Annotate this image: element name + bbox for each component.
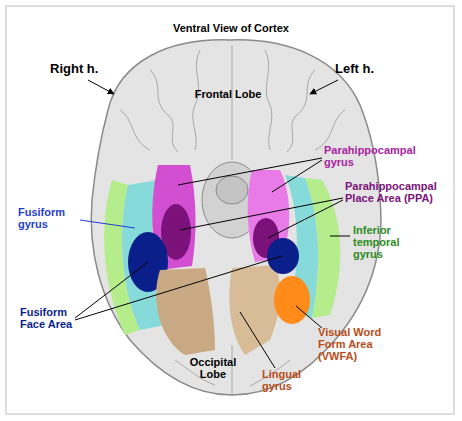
hemisphere-label: Right h.	[50, 62, 120, 76]
region-label: Parahippocampal gyrus	[324, 144, 434, 168]
region-label: Fusiform Face Area	[20, 306, 90, 330]
lobe-label: Occipital Lobe	[183, 356, 243, 380]
vwfa-region	[274, 276, 310, 324]
hemisphere-label: Left h.	[335, 62, 405, 76]
diagram-title: Ventral View of Cortex	[0, 22, 462, 34]
leader-lines	[75, 80, 350, 368]
inferior-temporal-region	[305, 178, 340, 318]
frame	[6, 6, 454, 414]
region-label: Visual Word Form Area (VWFA)	[318, 326, 408, 362]
region-label: Parahippocampal Place Area (PPA)	[345, 180, 445, 204]
gyri-folds	[120, 45, 345, 394]
pons	[216, 176, 248, 204]
region-label: Lingual gyrus	[262, 368, 322, 392]
region-label: Fusiform gyrus	[18, 206, 82, 230]
lobe-label: Frontal Lobe	[183, 88, 273, 100]
region-label: Inferior temporal gyrus	[353, 224, 423, 260]
lingual-region	[156, 268, 215, 355]
ffa-region	[267, 238, 299, 274]
lingual-region	[229, 265, 280, 355]
